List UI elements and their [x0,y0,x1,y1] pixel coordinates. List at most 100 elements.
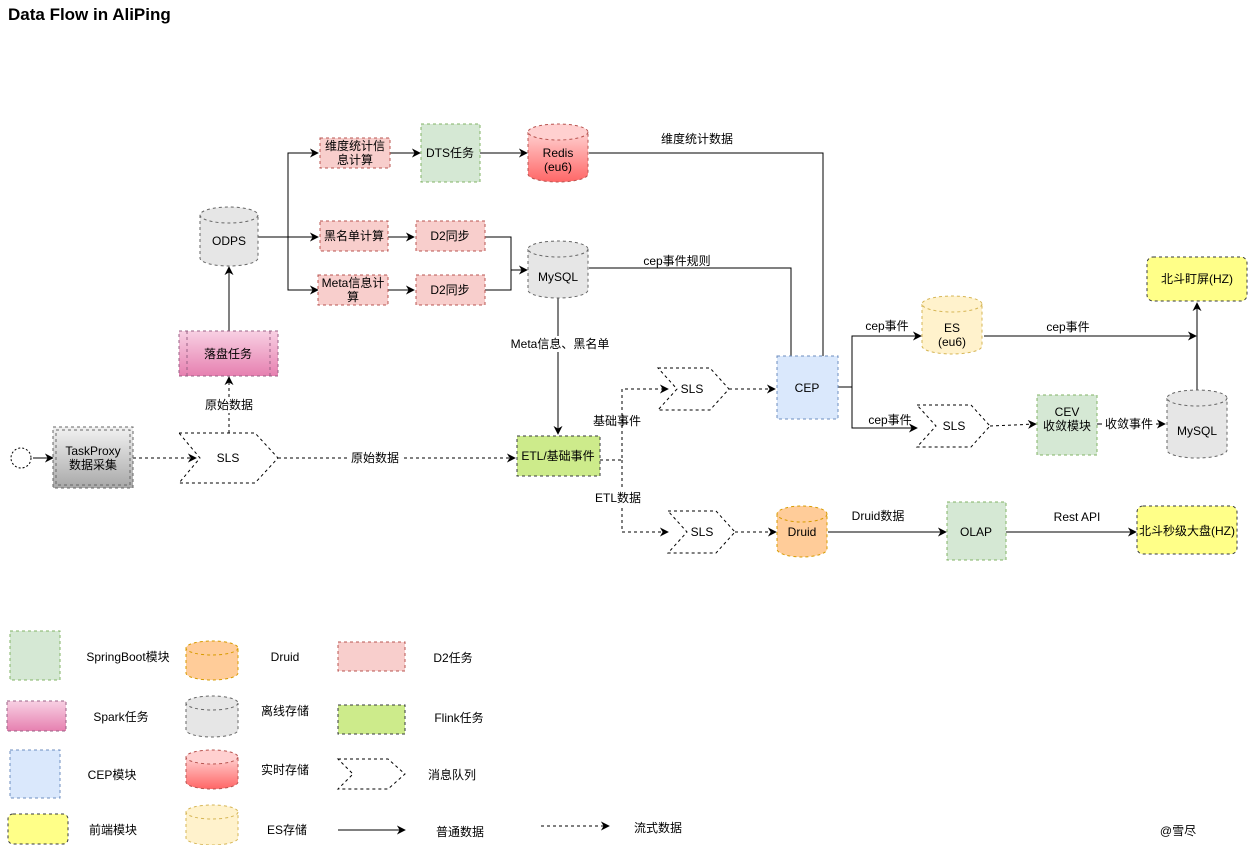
edge-labels: 维度统计数据 cep事件规则 Meta信息、黑名单 原始数据 原始数据 基础事件… [202,131,1156,524]
label-base-event: 基础事件 [593,414,641,428]
legend-swatch-cep [9,749,61,799]
node-dts[interactable]: DTS任务 [420,123,481,183]
node-druid[interactable]: Druid [776,505,828,558]
author-credit: @雪尽 [1160,824,1196,838]
svg-text:落盘任务: 落盘任务 [204,346,252,361]
legend-swatch-flink [337,704,406,735]
legend-label-normal: 普通数据 [436,824,484,839]
svg-text:收敛模块: 收敛模块 [1043,418,1091,433]
legend-swatch-mq [336,758,406,790]
node-taskproxy[interactable]: TaskProxy 数据采集 [52,426,134,489]
edge-cep-sls-cev [851,387,918,433]
svg-text:数据采集: 数据采集 [69,457,117,472]
node-etl[interactable]: ETL/基础事件 [516,435,601,477]
label-druid-data: Druid数据 [852,508,905,523]
node-sls-cev[interactable]: SLS [915,404,991,448]
legend-label-druid: Druid [271,650,300,664]
svg-text:Redis: Redis [543,146,574,160]
svg-text:ES: ES [944,321,960,335]
node-blacklist[interactable]: 黑名单计算 [319,220,389,252]
edge-d2b-mysql [485,270,512,291]
node-d2-sync-2[interactable]: D2同步 [415,274,486,306]
node-d2-sync-1[interactable]: D2同步 [415,220,486,252]
legend-label-stream: 流式数据 [634,820,682,835]
node-beidou-screen[interactable]: 北斗盯屏(HZ) [1146,256,1248,302]
label-cep-event-2: cep事件 [1046,320,1089,334]
node-cep[interactable]: CEP [776,355,839,420]
svg-text:SLS: SLS [681,382,704,396]
svg-text:MySQL: MySQL [1177,424,1217,438]
svg-text:SLS: SLS [217,451,240,465]
svg-text:(eu6): (eu6) [544,160,572,174]
legend-swatch-offline [185,695,239,738]
label-raw-up: 原始数据 [205,397,253,412]
node-meta-calc[interactable]: Meta信息计 算 [317,274,389,306]
label-etl-data: ETL数据 [595,490,641,505]
label-rest-api: Rest API [1054,510,1101,524]
legend-label-es: ES存储 [267,822,307,837]
legend-swatch-frontend [7,813,69,845]
legend-label-d2: D2任务 [433,650,472,665]
svg-text:息计算: 息计算 [337,152,373,167]
label-cep-event-1: cep事件 [865,319,908,333]
node-sls-druid[interactable]: SLS [666,510,736,554]
node-cev[interactable]: CEV 收敛模块 [1036,394,1098,456]
legend-swatch-es [185,804,239,845]
svg-text:Druid: Druid [788,525,817,539]
node-sls-cep[interactable]: SLS [656,367,730,411]
svg-text:SLS: SLS [943,419,966,433]
svg-text:北斗秒级大盘(HZ): 北斗秒级大盘(HZ) [1139,523,1235,538]
legend-label-realtime: 实时存储 [261,762,309,777]
node-spark-job[interactable]: 落盘任务 [178,330,279,377]
edge-mysql-cep [589,267,796,385]
legend-label-frontend: 前端模块 [89,822,137,837]
legend-swatch-realtime [185,749,239,790]
start-node [10,447,32,469]
edge-etl-sls-druid [621,460,669,537]
node-mysql-1[interactable]: MySQL [527,240,589,299]
svg-text:SLS: SLS [691,525,714,539]
svg-text:TaskProxy: TaskProxy [65,444,120,458]
node-redis[interactable]: Redis (eu6) [527,123,589,183]
svg-text:D2同步: D2同步 [430,229,469,243]
label-converge-event: 收敛事件 [1105,416,1153,431]
svg-text:北斗盯屏(HZ): 北斗盯屏(HZ) [1161,272,1233,286]
legend-swatch-d2 [337,641,406,672]
svg-text:(eu6): (eu6) [938,335,966,349]
edge-sls-cev-cev [989,419,1037,429]
svg-text:黑名单计算: 黑名单计算 [324,228,384,243]
node-mysql-2[interactable]: MySQL [1166,389,1228,459]
node-olap[interactable]: OLAP [946,501,1007,561]
node-dim-stat[interactable]: 维度统计信 息计算 [319,137,391,169]
node-beidou-dash[interactable]: 北斗秒级大盘(HZ) [1136,505,1238,555]
svg-text:维度统计信: 维度统计信 [325,138,385,153]
page-title: Data Flow in AliPing [8,5,171,24]
legend-swatch-druid [185,640,239,681]
node-es[interactable]: ES (eu6) [921,295,983,355]
stream-edges [133,376,1037,537]
label-raw-right: 原始数据 [351,450,399,465]
svg-text:MySQL: MySQL [538,270,578,284]
nodes: 维度统计信 息计算 DTS任务 Redis (eu6) ODPS 黑名单计算 [10,123,1248,561]
edge-odps-meta [287,237,319,295]
legend-swatch-springboot [9,630,61,681]
edge-cep-es [838,331,922,388]
edge-odps-dim [258,148,319,238]
legend-label-offline: 离线存储 [261,703,309,718]
edges [33,148,1202,537]
edge-etl-sls-cep [600,384,669,461]
edge-d2a-mysql [485,236,528,275]
node-odps[interactable]: ODPS [199,206,259,267]
svg-text:ETL/基础事件: ETL/基础事件 [521,449,594,463]
label-meta-blacklist: Meta信息、黑名单 [511,336,610,351]
legend-label-spark: Spark任务 [93,709,148,724]
svg-text:算: 算 [347,289,359,304]
legend: SpringBoot模块 Druid D2任务 Spark任务 离线存储 Fli… [6,630,1196,845]
svg-text:DTS任务: DTS任务 [426,145,474,160]
legend-label-flink: Flink任务 [434,710,483,725]
svg-text:OLAP: OLAP [960,525,992,539]
node-sls-main[interactable]: SLS [177,432,279,484]
legend-label-cep: CEP模块 [88,768,137,782]
label-dim-data: 维度统计数据 [661,131,733,146]
